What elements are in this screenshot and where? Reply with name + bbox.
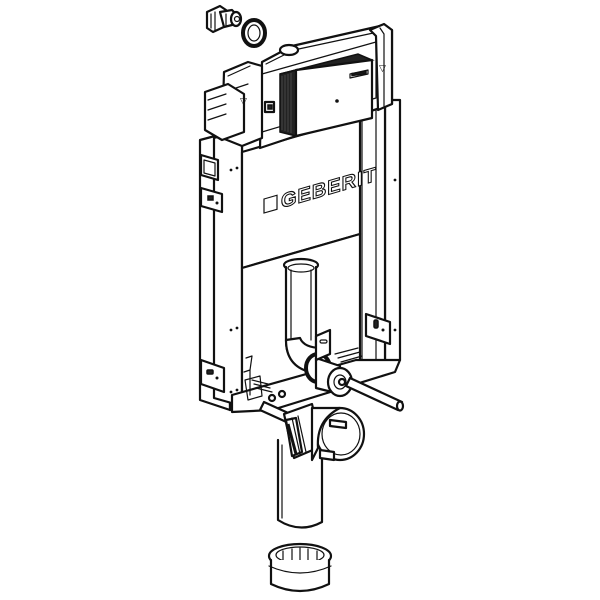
sealing-ring-icon [241, 18, 267, 48]
mounting-bracket-icon [364, 312, 392, 346]
label-plate-icon [199, 153, 224, 214]
water-supply-valve-icon [205, 4, 243, 34]
drain-elbow [284, 328, 354, 398]
level-mark-icon: ▽ [379, 63, 386, 73]
level-mark-icon: ▽ [240, 96, 247, 106]
drain-pipe [276, 402, 366, 529]
pipe-connector [267, 542, 333, 593]
mounting-bracket-icon [199, 358, 226, 394]
actuator-cover-plate [279, 53, 375, 138]
